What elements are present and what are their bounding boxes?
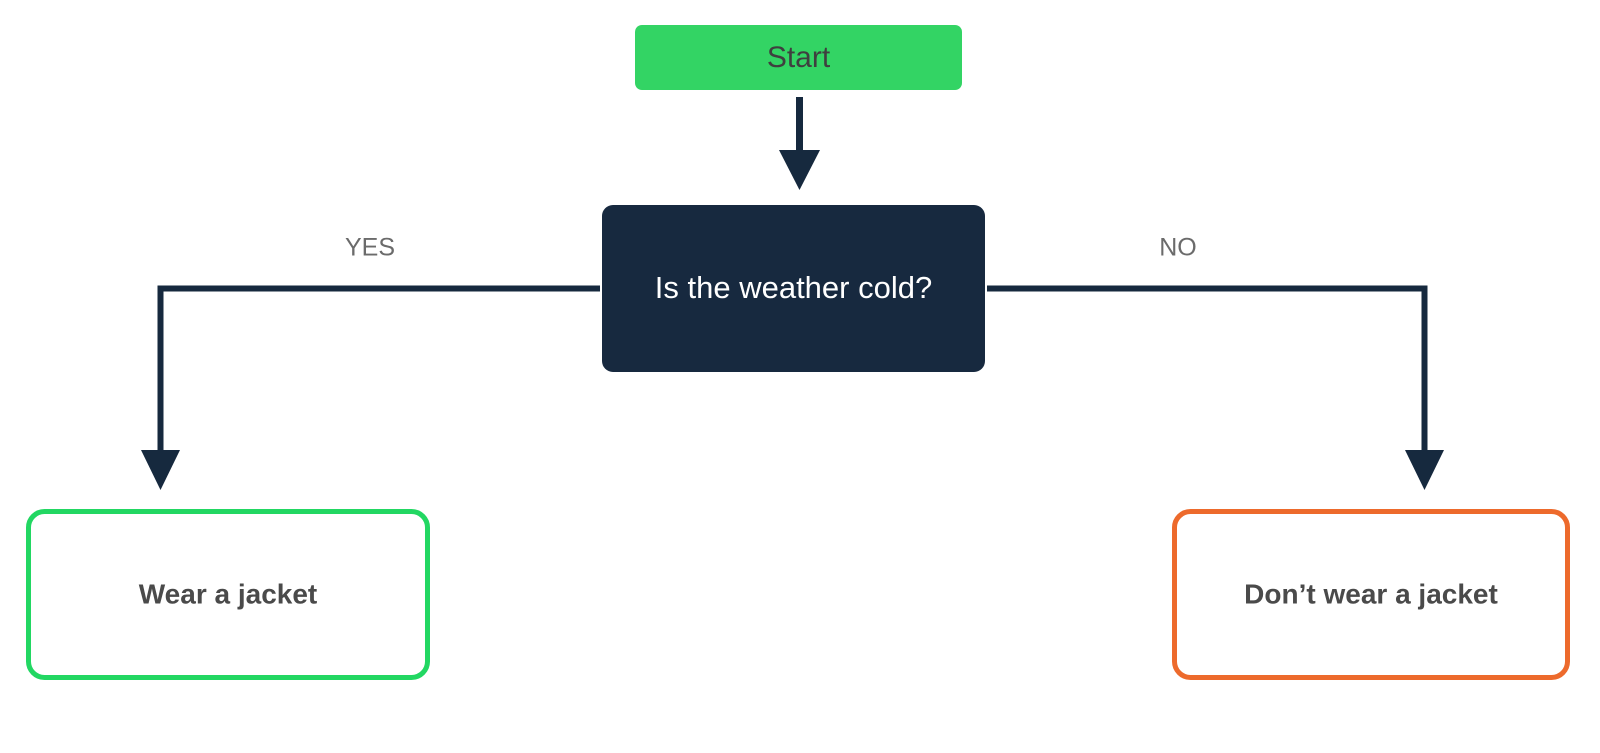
node-outcome-yes[interactable]: Wear a jacket <box>26 509 430 680</box>
node-decision[interactable]: Is the weather cold? <box>602 205 985 372</box>
edge-decision-to-yes-line <box>157 285 600 455</box>
node-start[interactable]: Start <box>635 25 962 90</box>
node-decision-shape[interactable] <box>602 205 985 372</box>
edge-label-yes: YES <box>345 234 395 262</box>
node-outcome-no[interactable]: Don’t wear a jacket <box>1172 509 1570 680</box>
node-outcome-yes-label: Wear a jacket <box>139 578 318 609</box>
edge-decision-to-no-line <box>987 285 1428 455</box>
edge-decision-to-yes <box>141 285 600 490</box>
edge-start-to-decision-arrowhead <box>779 150 820 190</box>
node-decision-label: Is the weather cold? <box>655 270 932 305</box>
node-outcome-yes-shape[interactable] <box>26 509 430 680</box>
node-start-label: Start <box>767 41 831 74</box>
edge-decision-to-no-arrowhead <box>1405 450 1444 490</box>
edge-decision-to-no <box>987 285 1444 490</box>
node-outcome-no-shape[interactable] <box>1172 509 1570 680</box>
node-outcome-no-label: Don’t wear a jacket <box>1244 578 1498 609</box>
edge-label-no: NO <box>1159 234 1197 262</box>
node-start-shape[interactable] <box>635 25 962 90</box>
edge-decision-to-yes-arrowhead <box>141 450 180 490</box>
edge-start-to-decision <box>779 97 820 190</box>
